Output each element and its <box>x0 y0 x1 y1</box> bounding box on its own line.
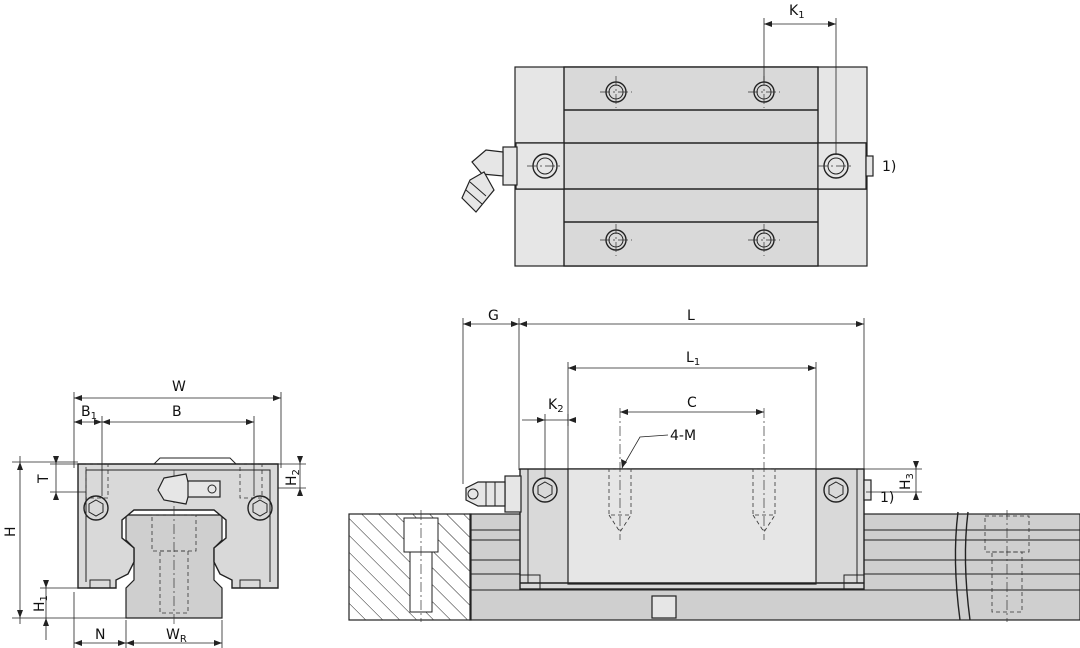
dim-label-W: W <box>172 379 186 395</box>
dim-label-WR: WR <box>166 627 187 645</box>
dim-label-T: T <box>36 474 52 484</box>
side-grease-nipple-icon <box>465 475 522 513</box>
end-view: W B1 B T H2 H H1 <box>3 379 306 648</box>
dim-label-N: N <box>95 627 105 643</box>
dim-label-H3: H3 <box>898 473 916 490</box>
dim-label-B: B <box>172 404 182 420</box>
dim-label-C: C <box>687 395 697 411</box>
dim-label-L: L <box>687 308 695 324</box>
dim-label-H: H <box>3 526 19 537</box>
dim-label-4-M: 4-M <box>670 428 696 444</box>
dim-label-K2: K2 <box>548 397 564 415</box>
top-view: K1 1) <box>461 3 896 267</box>
top-view-block <box>563 66 819 267</box>
end-grease-fitting-icon <box>157 473 221 505</box>
dim-label-H2: H2 <box>284 469 302 486</box>
side-view: G L L1 C K2 4-M H3 1) <box>348 308 1080 622</box>
note-label-side: 1) <box>880 490 894 506</box>
dim-label-L1: L1 <box>686 350 700 368</box>
end-view-carriage <box>77 463 279 589</box>
dim-label-B1: B1 <box>81 404 97 422</box>
grease-nipple-icon <box>461 146 518 213</box>
note-label-top: 1) <box>882 159 896 175</box>
dim-label-H1: H1 <box>32 595 50 612</box>
dim-label-G: G <box>488 308 499 324</box>
dim-label-K1: K1 <box>789 3 805 21</box>
